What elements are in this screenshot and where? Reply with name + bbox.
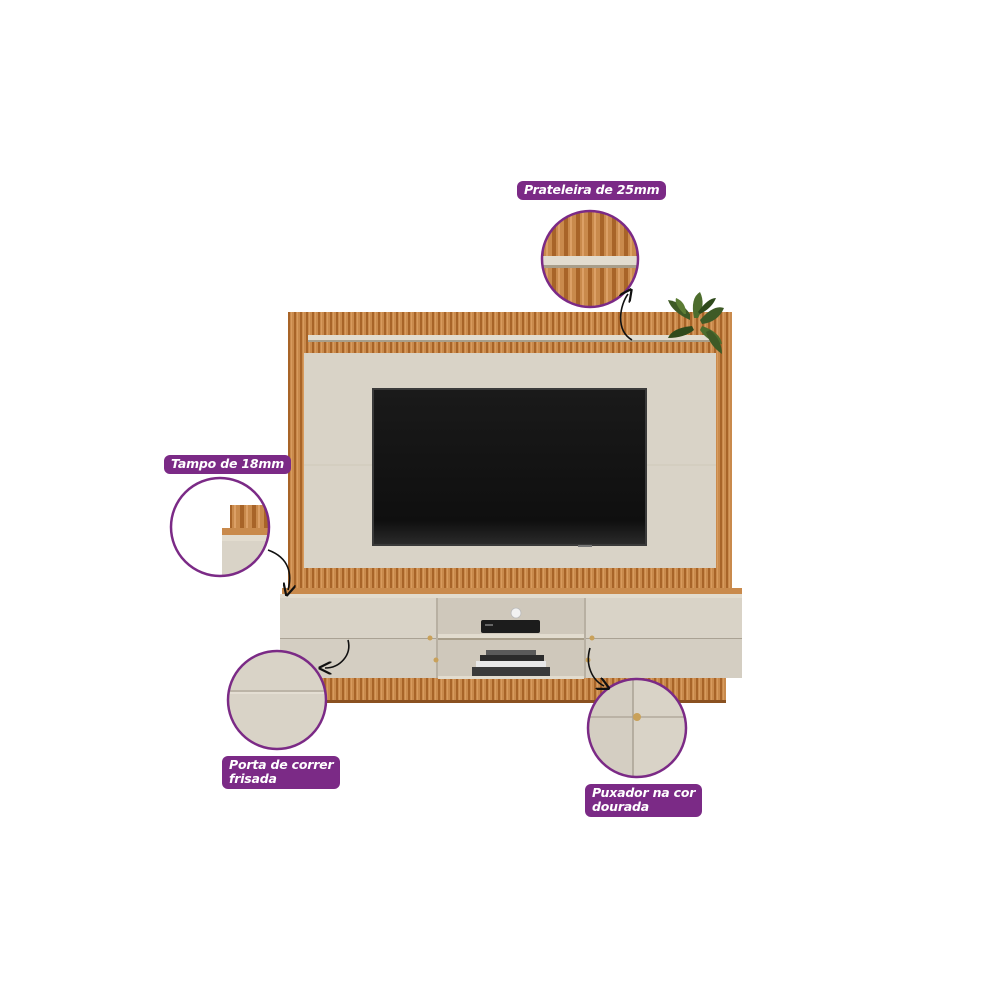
callout-door-detail [226,649,328,751]
callout-label-door-line2: frisada [229,771,277,786]
television [372,388,647,547]
callout-label-handle-line2: dourada [592,799,650,814]
callout-label-handle: Puxador na cor dourada [585,784,703,817]
handle-left-lower [433,657,439,663]
left-door-upper [280,598,436,638]
callout-label-door: Porta de correr frisada [222,756,341,789]
book-stack [472,667,550,676]
callout-label-shelf-text: Prateleira de 25mm [524,182,660,197]
rack-top [280,594,742,598]
callout-label-shelf: Prateleira de 25mm [517,181,667,200]
callout-label-top-text: Tampo de 18mm [171,456,285,471]
callout-shelf-detail [540,209,640,309]
handle-left-upper [427,635,433,641]
callout-handle-detail [586,677,688,779]
callout-label-handle-line1: Puxador na cor [592,785,696,800]
callout-top-detail [169,476,271,578]
right-door-lower [586,639,742,678]
callout-label-top: Tampo de 18mm [164,455,292,474]
arrow-handle [587,647,604,686]
decorative-ball [510,607,522,619]
plant-decoration [668,292,724,354]
arrow-top [267,549,290,590]
right-door-upper [586,598,742,638]
top-shelf [308,335,710,340]
arrow-door [325,639,350,668]
arrow-shelf [621,294,632,341]
handle-right-upper [589,635,595,641]
callout-label-door-line1: Porta de correr [229,757,334,772]
media-receiver [481,620,540,633]
